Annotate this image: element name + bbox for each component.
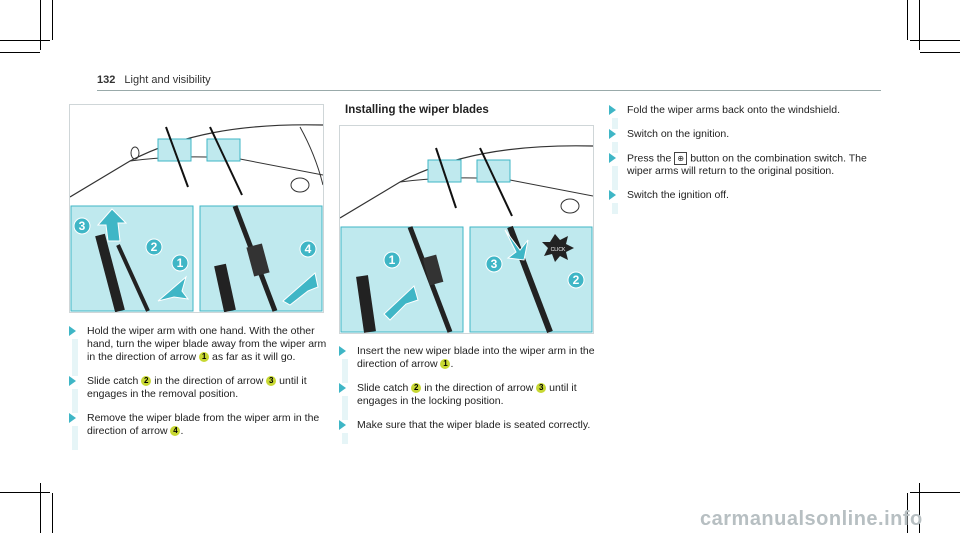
crop-mark <box>52 0 53 40</box>
step-stripe <box>342 359 348 383</box>
callout-3: 3 <box>491 257 498 271</box>
instruction-step: Insert the new wiper blade into the wipe… <box>339 345 599 383</box>
step-text: until it engages in the locking position… <box>357 382 577 407</box>
step-text: Make sure that the wiper blade is seated… <box>357 419 591 431</box>
figure-installation: CLICK 1 3 2 <box>339 125 594 334</box>
crop-mark <box>40 0 41 50</box>
crop-mark <box>0 492 50 493</box>
crop-mark <box>40 483 41 533</box>
step-stripe <box>72 426 78 450</box>
page-number: 132 <box>97 74 116 86</box>
installation-steps: Insert the new wiper blade into the wipe… <box>339 345 599 444</box>
header-rule <box>97 90 881 91</box>
step-stripe <box>612 118 618 129</box>
wiper-button-icon: ⊕ <box>674 152 688 165</box>
section-name: Light and visibility <box>124 74 211 86</box>
crop-mark <box>52 493 53 533</box>
step-stripe <box>612 142 618 153</box>
crop-mark <box>919 483 920 533</box>
step-arrow-icon <box>69 413 76 423</box>
instruction-step: Fold the wiper arms back onto the windsh… <box>609 104 869 129</box>
instruction-step: Slide catch 2 in the direction of arrow … <box>69 375 329 413</box>
crop-mark <box>910 492 960 493</box>
callout-2: 2 <box>573 273 580 287</box>
step-stripe <box>342 396 348 420</box>
instruction-step: Switch on the ignition. <box>609 128 869 153</box>
instruction-step: Slide catch 2 in the direction of arrow … <box>339 382 599 420</box>
crop-mark <box>0 40 50 41</box>
step-arrow-icon <box>339 420 346 430</box>
crop-mark <box>907 0 908 40</box>
step-text: button on the combination switch. The wi… <box>627 152 867 178</box>
step-arrow-icon <box>609 105 616 115</box>
crop-mark <box>907 493 908 533</box>
watermark: carmanualsonline.info <box>700 508 923 530</box>
step-text: in the direction of arrow <box>421 382 537 394</box>
callout-4: 4 <box>305 242 312 256</box>
step-text: Press the <box>627 152 675 165</box>
step-arrow-icon <box>339 346 346 356</box>
callout-number: 2 <box>141 376 152 387</box>
instruction-step: Hold the wiper arm with one hand. With t… <box>69 325 329 376</box>
section-title: Installing the wiper blades <box>345 104 489 116</box>
instruction-step: Press the ⊕ button on the combination sw… <box>609 152 869 191</box>
figure-removal: 3 2 1 4 <box>69 104 324 313</box>
instruction-step: Switch the ignition off. <box>609 189 869 215</box>
callout-3: 3 <box>79 219 86 233</box>
step-text: Fold the wiper arms back onto the windsh… <box>627 104 841 116</box>
step-arrow-icon <box>69 376 76 386</box>
crop-mark <box>910 40 960 41</box>
step-text: Hold the wiper arm with one hand. With t… <box>87 325 327 363</box>
step-text: until it engages in the removal position… <box>87 375 307 400</box>
callout-number: 3 <box>266 376 277 387</box>
crop-mark <box>920 52 960 53</box>
step-stripe <box>342 433 348 444</box>
callout-2: 2 <box>151 240 158 254</box>
callout-1: 1 <box>177 256 184 270</box>
callout-number: 1 <box>199 352 210 363</box>
step-text: as far as it will go. <box>209 351 296 363</box>
instruction-step: Remove the wiper blade from the wiper ar… <box>69 412 329 450</box>
step-text: Slide catch <box>87 375 142 387</box>
removal-steps: Hold the wiper arm with one hand. With t… <box>69 325 329 450</box>
callout-number: 1 <box>440 359 451 370</box>
step-arrow-icon <box>69 326 76 336</box>
final-steps: Fold the wiper arms back onto the windsh… <box>609 104 869 215</box>
callout-number: 4 <box>170 426 181 437</box>
step-text: in the direction of arrow <box>151 375 267 387</box>
step-text: Switch the ignition off. <box>627 189 729 202</box>
step-arrow-icon <box>609 190 616 201</box>
step-text: . <box>180 425 184 437</box>
step-text: . <box>450 358 454 370</box>
page-header: 132 Light and visibility <box>97 74 211 86</box>
step-stripe <box>72 389 78 413</box>
step-stripe <box>72 339 78 376</box>
instruction-step: Make sure that the wiper blade is seated… <box>339 419 599 444</box>
crop-mark <box>0 52 40 53</box>
step-stripe <box>612 203 618 215</box>
step-arrow-icon <box>339 383 346 393</box>
step-arrow-icon <box>609 153 616 163</box>
step-text: Insert the new wiper blade into the wipe… <box>357 345 595 370</box>
callout-number: 2 <box>411 383 422 394</box>
step-text: Switch on the ignition. <box>627 128 730 140</box>
crop-mark <box>919 0 920 50</box>
click-label: CLICK <box>551 247 566 253</box>
step-stripe <box>612 166 618 191</box>
step-text: Slide catch <box>357 382 412 394</box>
step-arrow-icon <box>609 129 616 139</box>
callout-1: 1 <box>389 253 396 267</box>
step-text: Remove the wiper blade from the wiper ar… <box>87 412 320 437</box>
callout-number: 3 <box>536 383 547 394</box>
